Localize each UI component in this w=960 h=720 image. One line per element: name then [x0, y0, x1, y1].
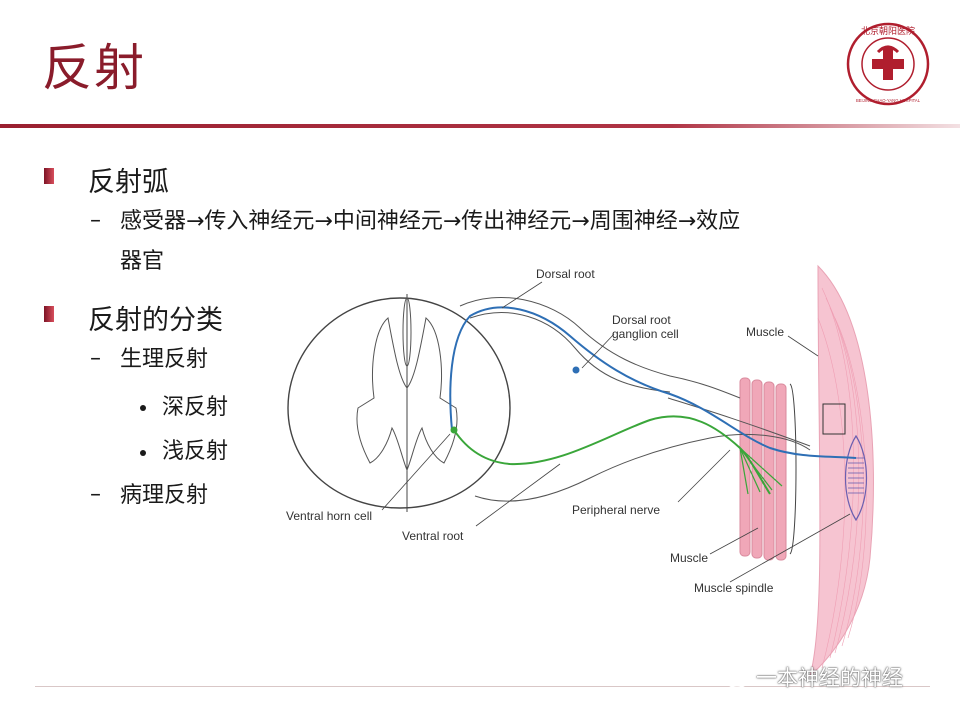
muscle-bracket	[789, 383, 797, 555]
reflex-arc-line-1: 感受器→传入神经元→中间神经元→传出神经元→周围神经→效应	[120, 209, 741, 234]
dash-marker: –	[90, 346, 101, 371]
deep-reflex: 深反射	[162, 395, 229, 420]
bullet-square-icon	[44, 168, 54, 184]
wechat-watermark: 一本神经的神经	[712, 662, 903, 692]
label-peripheral-nerve: Peripheral nerve	[572, 503, 660, 517]
muscle-detail-box	[822, 403, 846, 435]
section-heading-reflex-arc: 反射弧	[88, 167, 169, 198]
footer-divider	[35, 686, 930, 687]
large-muscle-shape	[809, 264, 874, 678]
hospital-logo: 北京朝阳医院 BEIJING CHAO-YANG HOSPITAL	[846, 22, 930, 106]
nerve-outline	[667, 397, 811, 447]
dash-marker: –	[90, 482, 101, 507]
bullet-dot-icon	[140, 450, 146, 456]
bullet-square-icon	[44, 306, 54, 322]
watermark-text: 一本神经的神经	[756, 666, 903, 690]
dorsal-root-ganglion-cell	[572, 366, 580, 374]
muscle-fibers	[817, 287, 867, 669]
ventral-horn-cell	[450, 426, 458, 434]
pathological-reflex: 病理反射	[120, 483, 209, 508]
grey-matter-outline	[356, 317, 458, 472]
dorsal-root-inner-outline	[469, 312, 671, 393]
label-muscle-top: Muscle	[746, 325, 784, 339]
label-leader-lines	[381, 281, 851, 583]
bullet-dot-icon	[140, 405, 146, 411]
muscle-spindle-shape	[844, 434, 868, 522]
label-ventral-horn-cell: Ventral horn cell	[286, 509, 372, 523]
section-heading-reflex-classification: 反射的分类	[88, 305, 223, 336]
title-divider	[0, 124, 960, 128]
dash-marker: –	[90, 208, 101, 233]
spindle-windings	[848, 457, 864, 494]
label-dorsal-root-ganglion-1: Dorsal root	[612, 313, 671, 327]
label-muscle-spindle: Muscle spindle	[694, 581, 774, 595]
label-dorsal-root-ganglion-2: ganglion cell	[612, 327, 679, 341]
logo-bottom-text: BEIJING CHAO-YANG HOSPITAL	[856, 98, 921, 103]
label-dorsal-root: Dorsal root	[536, 267, 595, 281]
afferent-neuron-path	[449, 306, 857, 459]
dorsal-fissure	[402, 297, 412, 367]
label-ventral-root: Ventral root	[402, 529, 464, 543]
label-muscle-bottom: Muscle	[670, 551, 708, 565]
wechat-icon	[713, 665, 748, 689]
motor-end-plates	[739, 447, 783, 495]
physiological-reflex: 生理反射	[120, 347, 209, 372]
slide-title: 反射	[42, 39, 146, 97]
reflex-arc-diagram: Dorsal root Dorsal root ganglion cell Mu…	[286, 264, 874, 678]
muscle-fiber-bundle	[739, 377, 787, 561]
spinal-cord-outline	[287, 297, 511, 509]
ventral-root-outline	[474, 433, 811, 502]
logo-top-text: 北京朝阳医院	[861, 25, 915, 37]
superficial-reflex: 浅反射	[162, 439, 229, 464]
reflex-arc-line-2: 器官	[120, 249, 165, 274]
